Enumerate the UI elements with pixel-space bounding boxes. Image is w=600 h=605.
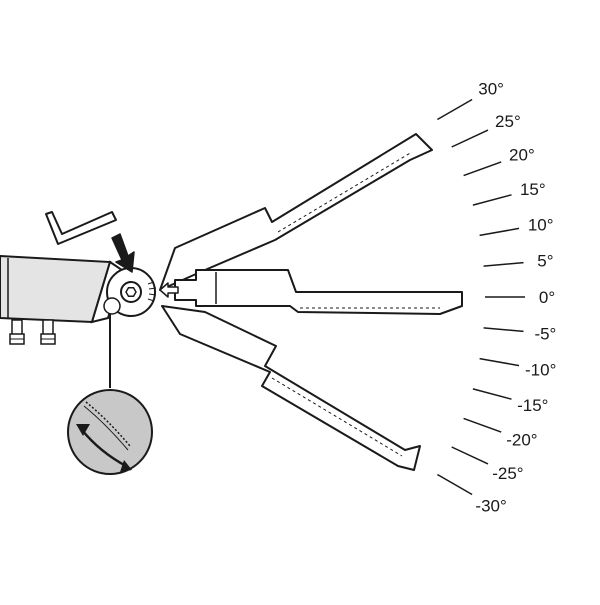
angle-label: -25° (492, 464, 523, 483)
pointer-arrow-icon (111, 233, 135, 273)
angle-line (437, 473, 473, 496)
angle-label: 15° (520, 180, 546, 199)
angle-label: -15° (517, 396, 548, 415)
angle-label: -10° (525, 360, 556, 379)
angle-line (437, 98, 473, 121)
angle-line (479, 227, 520, 237)
angle-line (479, 357, 520, 367)
angle-label: -20° (506, 431, 537, 450)
angle-label: 5° (537, 252, 553, 271)
tool-base (0, 254, 124, 345)
angle-label: 25° (495, 112, 521, 131)
rotate-double-arrow-icon (76, 424, 132, 472)
angle-label: 0° (539, 288, 555, 307)
angle-line (472, 388, 512, 400)
angle-line (483, 327, 524, 333)
angle-label: -30° (475, 497, 506, 516)
angle-label: 30° (478, 80, 504, 99)
hex-key-icon (45, 211, 117, 245)
angle-line (463, 417, 502, 433)
angle-label: 20° (509, 145, 535, 164)
angle-label: 10° (528, 216, 554, 235)
detail-magnifier (67, 389, 153, 475)
pivot-hub (103, 267, 157, 317)
angle-line (463, 161, 502, 177)
stud-left (9, 319, 25, 345)
lower-arm (161, 305, 421, 471)
middle-arm (174, 269, 463, 315)
angle-line (451, 129, 489, 148)
angle-line (472, 194, 512, 206)
stud-right (40, 319, 56, 345)
direction-arrow-icon (159, 282, 179, 298)
angle-scale: 30° 25° 20° 15° 10° 5° 0° -5° -10° -15° -20° -25° -3… (437, 80, 556, 516)
upper-arm (159, 133, 433, 291)
angle-line (483, 261, 524, 267)
angle-label: -5° (534, 324, 556, 343)
angle-line (451, 446, 489, 465)
